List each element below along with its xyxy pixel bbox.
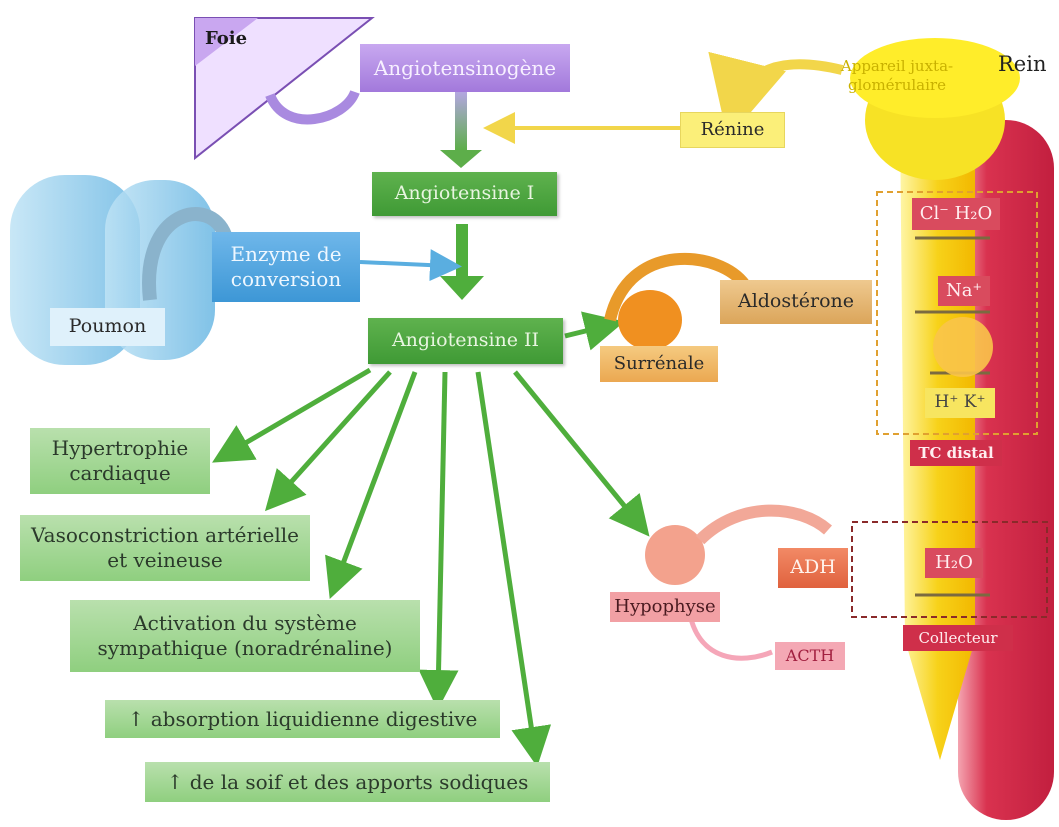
arrow-to-ang2 bbox=[440, 276, 484, 300]
angiotensinogen-box: Angiotensinogène bbox=[360, 44, 570, 92]
liver-arrow bbox=[265, 89, 360, 125]
effect-sympathetic-activation: Activation du système sympathique (norad… bbox=[70, 600, 420, 672]
hydrogen-potassium-box: H⁺ K⁺ bbox=[925, 388, 995, 418]
kidney-tubes bbox=[850, 38, 1054, 820]
converting-enzyme-box: Enzyme de conversion bbox=[212, 232, 360, 302]
angiotensin-2-box: Angiotensine II bbox=[368, 318, 563, 364]
effect-digestive-absorption: ↑ absorption liquidienne digestive bbox=[105, 700, 500, 738]
liver-label: Foie bbox=[205, 28, 248, 49]
lung-arrow bbox=[142, 207, 232, 301]
sodium-box: Na⁺ bbox=[938, 276, 990, 306]
adrenal-shape bbox=[618, 290, 682, 350]
water-box: H₂O bbox=[925, 548, 983, 578]
adh-box: ADH bbox=[778, 548, 848, 588]
renin-secretion-arrow bbox=[708, 51, 844, 140]
collecting-duct-label: Collecteur bbox=[903, 625, 1013, 651]
stem-ang1-ang2 bbox=[456, 224, 468, 276]
angiotensin-1-box: Angiotensine I bbox=[372, 172, 557, 216]
effect-vasoconstriction: Vasoconstriction artérielle et veineuse bbox=[20, 515, 310, 581]
distal-tubule-label: TC distal bbox=[910, 440, 1002, 466]
juxtaglomerular-label: Appareil juxta-glomérulaire bbox=[840, 57, 954, 94]
enzyme-arrow bbox=[359, 249, 462, 282]
pituitary-label: Hypophyse bbox=[610, 592, 720, 622]
acth-arrow bbox=[687, 614, 773, 661]
adrenal-arrow bbox=[604, 252, 750, 322]
distal-tubule-frame bbox=[876, 191, 1038, 435]
collecting-duct-frame bbox=[851, 521, 1048, 618]
arrow-to-ang1 bbox=[440, 150, 482, 168]
conversion-stem bbox=[455, 90, 467, 150]
renin-box: Rénine bbox=[680, 112, 785, 148]
cell-shape bbox=[933, 317, 993, 377]
effect-thirst-sodium: ↑ de la soif et des apports sodiques bbox=[145, 762, 550, 802]
pituitary-shape bbox=[645, 525, 705, 585]
acth-box: ACTH bbox=[775, 642, 845, 670]
liver-shape bbox=[194, 17, 375, 161]
aldosterone-box: Aldostérone bbox=[720, 280, 872, 324]
effect-cardiac-hypertrophy: Hypertrophie cardiaque bbox=[30, 428, 210, 494]
effect-arrows bbox=[212, 367, 650, 767]
arrow-to-adrenal bbox=[564, 311, 625, 351]
kidney-label: Rein bbox=[998, 52, 1047, 76]
adrenal-label: Surrénale bbox=[600, 346, 718, 382]
chloride-water-box: Cl⁻ H₂O bbox=[912, 198, 1000, 230]
pituitary-arrow bbox=[695, 504, 832, 545]
lung-label: Poumon bbox=[50, 308, 165, 346]
